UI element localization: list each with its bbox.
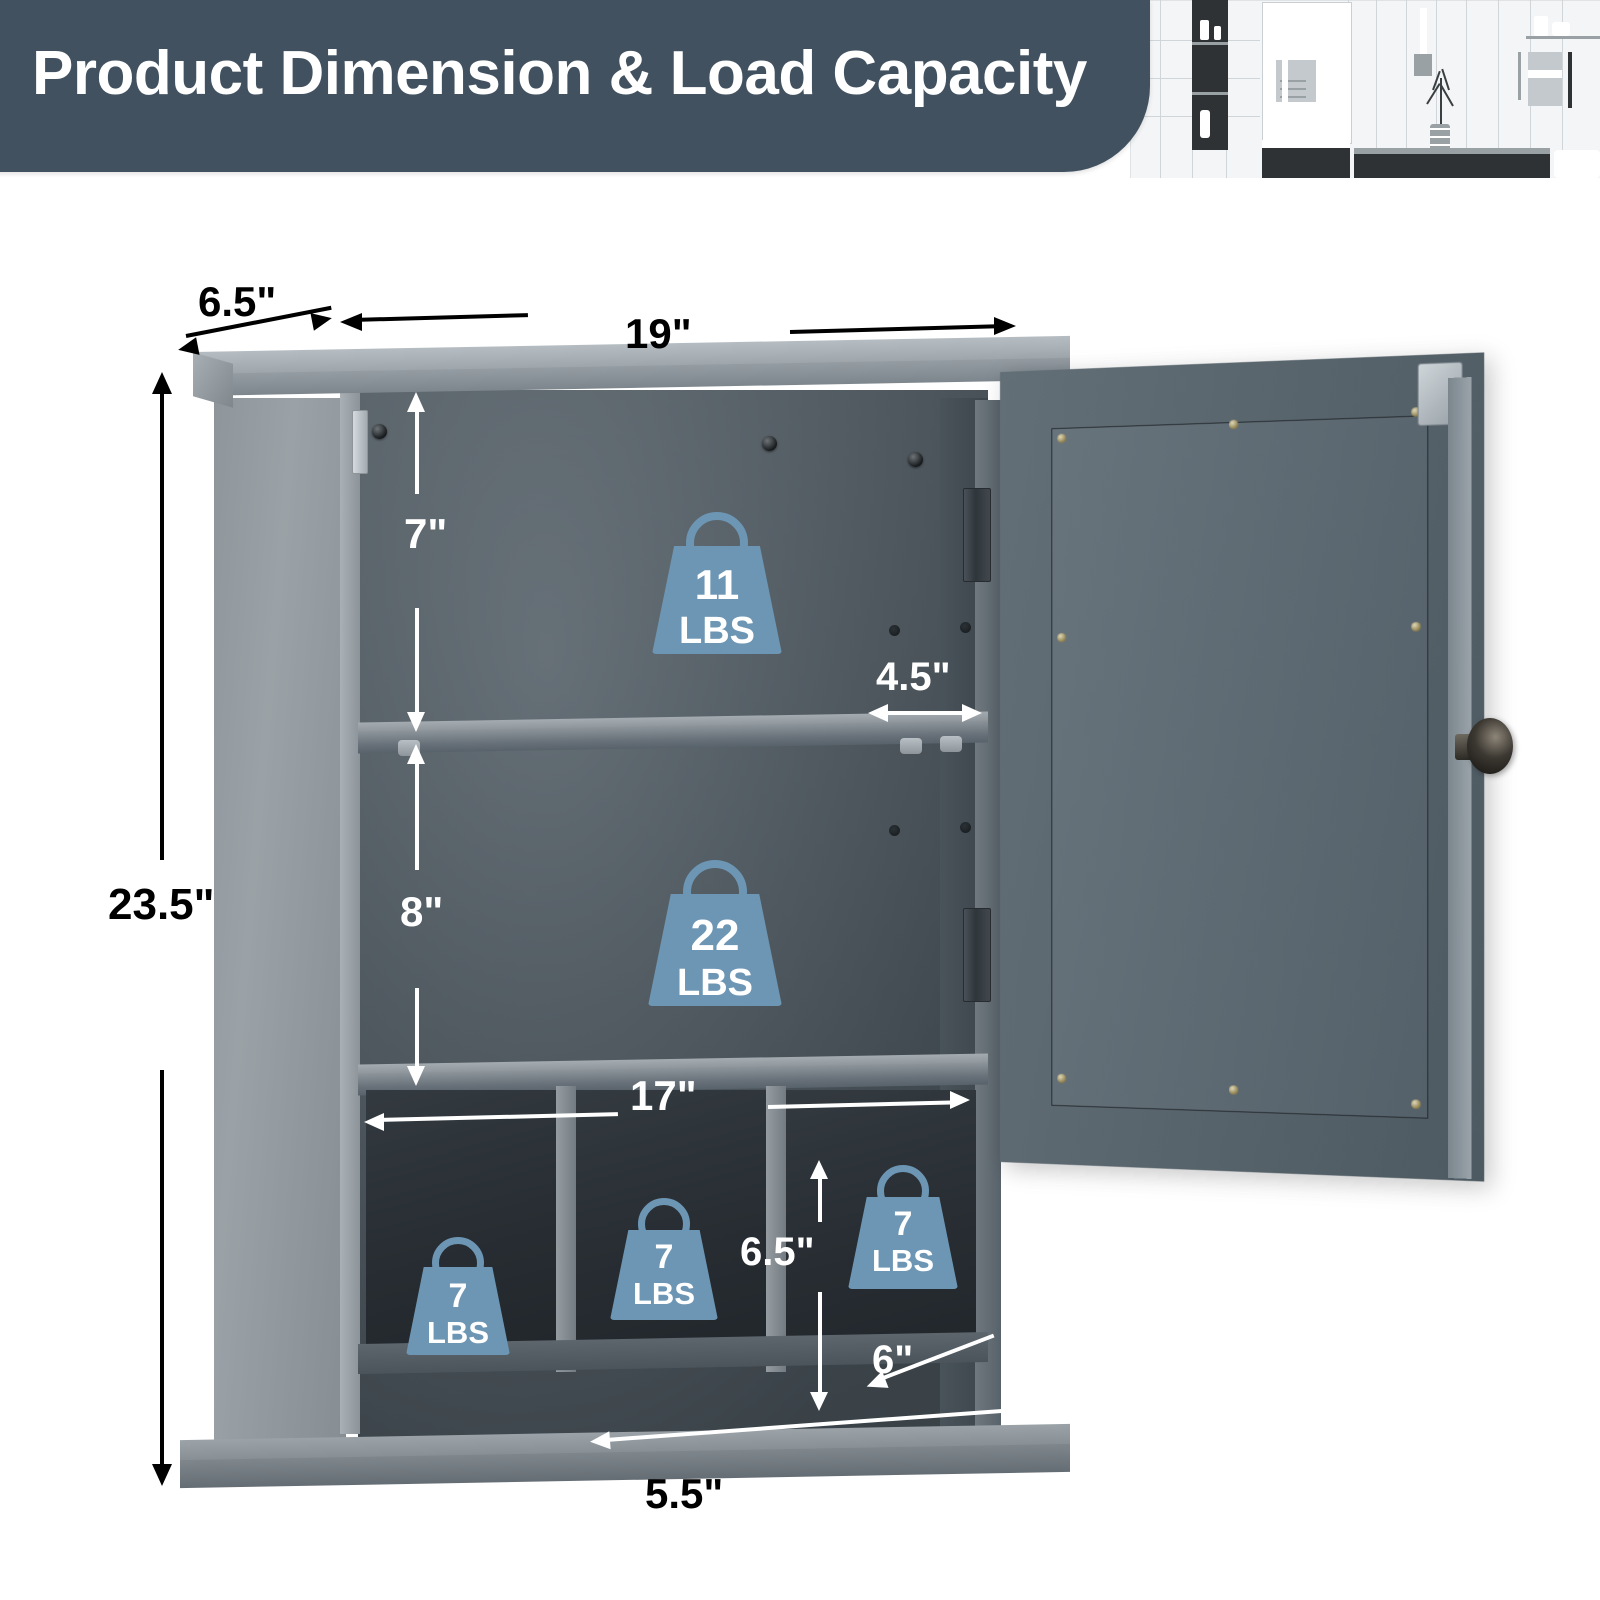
arrowhead-down bbox=[407, 712, 425, 732]
arrowhead-down bbox=[810, 1392, 828, 1411]
arrowhead-right bbox=[950, 1091, 970, 1109]
door-outer-edge bbox=[1448, 377, 1472, 1179]
shelf-pin bbox=[940, 736, 962, 752]
cubby-divider-2 bbox=[766, 1086, 786, 1372]
weight-body bbox=[848, 1197, 958, 1289]
load-value: 7 bbox=[893, 1205, 913, 1243]
arrowhead-right bbox=[962, 704, 982, 722]
cabinet-left-front-edge bbox=[340, 392, 360, 1434]
door-screw bbox=[1411, 622, 1421, 632]
dim-label-cubby-height: 6.5" bbox=[740, 1230, 815, 1274]
arrowhead-up bbox=[407, 744, 425, 764]
title-banner: Product Dimension & Load Capacity bbox=[0, 0, 1150, 172]
load-unit: LBS bbox=[427, 1315, 489, 1350]
dim-label-lower-gap: 8" bbox=[400, 888, 444, 935]
mounting-screw bbox=[372, 424, 387, 439]
load-unit: LBS bbox=[679, 610, 755, 652]
load-badge-mid-shelf: 22 LBS bbox=[648, 860, 782, 1006]
weight-body bbox=[406, 1267, 510, 1355]
arrowhead-left bbox=[176, 337, 200, 359]
mounting-screw bbox=[908, 452, 923, 467]
weight-body bbox=[648, 894, 782, 1006]
page-title: Product Dimension & Load Capacity bbox=[32, 39, 1087, 108]
arrowhead-down bbox=[152, 1464, 172, 1486]
hinge-upper bbox=[963, 488, 991, 582]
load-badge-cubby-right: 7 LBS bbox=[848, 1165, 958, 1289]
load-unit: LBS bbox=[677, 962, 753, 1004]
door-screw bbox=[1411, 1099, 1421, 1110]
arrowhead-left bbox=[340, 313, 362, 331]
load-unit: LBS bbox=[633, 1276, 695, 1311]
dim-line-upper-gap-bottom bbox=[415, 608, 419, 716]
cabinet-door[interactable] bbox=[1000, 352, 1485, 1182]
door-knob[interactable] bbox=[1467, 718, 1513, 774]
arrowhead-right bbox=[994, 317, 1016, 335]
load-badge-cubby-center: 7 LBS bbox=[610, 1198, 718, 1320]
dim-label-depth-top: 6.5" bbox=[198, 278, 277, 325]
door-screw bbox=[1057, 1073, 1067, 1084]
shelf-pin bbox=[900, 738, 922, 754]
peg-hole bbox=[960, 622, 971, 633]
load-unit: LBS bbox=[872, 1243, 934, 1278]
mounting-screw bbox=[762, 436, 777, 451]
dim-label-height: 23.5" bbox=[108, 880, 215, 929]
arrowhead-left bbox=[364, 1113, 384, 1131]
dim-label-upper-gap: 7" bbox=[404, 510, 448, 557]
dim-label-cubby-width: 5.5" bbox=[645, 1470, 724, 1517]
arrowhead-left bbox=[589, 1431, 611, 1451]
cubby-divider-1 bbox=[556, 1086, 576, 1372]
dim-line-upper-gap-top bbox=[415, 408, 419, 494]
door-screw bbox=[1057, 633, 1067, 643]
dim-line-cubby-height-bottom bbox=[818, 1292, 822, 1396]
dim-line-width-right bbox=[789, 324, 998, 334]
door-mirror-backing-panel bbox=[1051, 415, 1429, 1119]
load-value: 22 bbox=[690, 911, 740, 960]
dim-line-width-left bbox=[351, 313, 528, 322]
dim-line-lower-gap-top bbox=[415, 760, 419, 870]
load-badge-top-shelf: 11 LBS bbox=[652, 512, 782, 654]
arrowhead-up bbox=[810, 1160, 828, 1179]
arrowhead-down bbox=[407, 1066, 425, 1086]
dim-label-shelf-width: 17" bbox=[630, 1072, 697, 1119]
arrowhead-up bbox=[152, 372, 172, 394]
hinge-lower bbox=[963, 908, 991, 1002]
weight-body bbox=[652, 546, 782, 654]
peg-hole bbox=[889, 825, 900, 836]
arrowhead-right bbox=[1013, 1400, 1035, 1420]
load-value: 7 bbox=[654, 1238, 674, 1276]
dim-label-width: 19" bbox=[625, 310, 692, 357]
load-value: 7 bbox=[448, 1277, 468, 1315]
peg-hole bbox=[889, 625, 900, 636]
door-screw bbox=[1229, 1085, 1239, 1095]
bathroom-scene-photo bbox=[1130, 0, 1600, 178]
cabinet-left-side-panel bbox=[214, 398, 346, 1446]
dim-line-lower-gap-bottom bbox=[415, 988, 419, 1070]
load-badge-cubby-left: 7 LBS bbox=[406, 1237, 510, 1355]
dim-line-height-upper bbox=[160, 390, 164, 860]
arrowhead-right bbox=[310, 309, 334, 331]
dim-label-shelf-depth: 4.5" bbox=[876, 655, 951, 699]
dim-line-cubby-height-top bbox=[818, 1174, 822, 1222]
dim-line-height-lower bbox=[160, 1070, 164, 1470]
weight-body bbox=[610, 1230, 718, 1320]
wall-mount-bracket bbox=[352, 410, 368, 474]
peg-hole bbox=[960, 822, 971, 833]
load-value: 11 bbox=[694, 561, 740, 608]
arrowhead-left bbox=[868, 704, 888, 722]
arrowhead-up bbox=[407, 392, 425, 412]
dim-line-shelf-depth bbox=[884, 711, 970, 715]
